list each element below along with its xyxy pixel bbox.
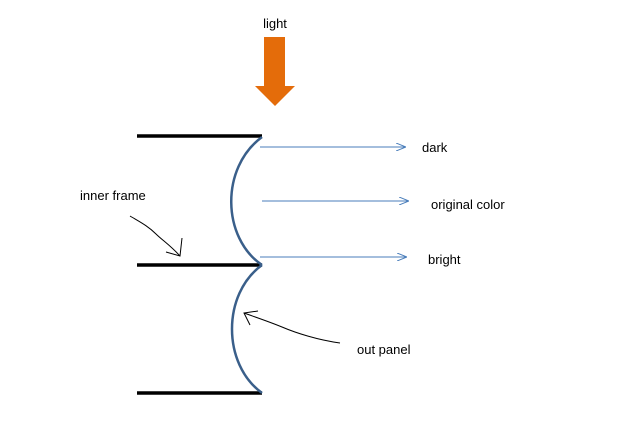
out-panel-label: out panel (357, 342, 411, 357)
original-color-label: original color (431, 197, 505, 212)
bright-label: bright (428, 252, 461, 267)
inner-frame-label: inner frame (80, 188, 146, 203)
dark-label: dark (422, 140, 448, 155)
out-panel-curve-upper (230, 135, 263, 267)
out-panel-curve-lower (230, 263, 263, 395)
inner-frame-pointer (129, 215, 181, 257)
out-panel-pointer (243, 312, 341, 344)
light-arrow (255, 37, 295, 106)
inner-frame-pointer-head (165, 237, 183, 257)
out-panel-pointer-head (243, 310, 259, 326)
light-label: light (263, 16, 287, 31)
